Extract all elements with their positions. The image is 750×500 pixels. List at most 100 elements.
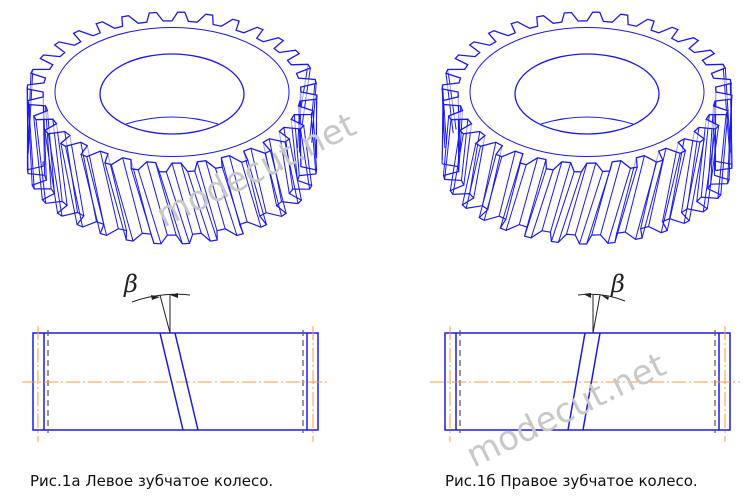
tooth-flank-line	[550, 171, 575, 242]
tooth-flank-line	[264, 153, 283, 217]
bottom-tooth-profile	[715, 160, 733, 172]
tooth-flank-line	[463, 123, 472, 186]
tooth-flank-line	[696, 119, 707, 202]
left-gear-isometric	[26, 11, 318, 245]
tooth-flank-line	[107, 153, 128, 231]
tooth-flank-line	[441, 88, 446, 149]
tooth-flank-line	[241, 162, 262, 228]
tooth-flank-line	[196, 161, 218, 231]
tooth-flank-line	[288, 138, 302, 201]
tooth-flank-line	[498, 151, 516, 217]
beta-arrow-right	[170, 293, 178, 298]
tooth-flank-line	[586, 170, 611, 245]
tooth-flank-line	[461, 143, 477, 206]
tooth-flank-line	[290, 119, 299, 181]
tooth-flank-line	[641, 160, 664, 239]
tooth-flank-line	[442, 84, 447, 145]
tooth-flank-line	[158, 171, 183, 244]
tooth-flank-line	[146, 161, 168, 236]
beta-arrow-left	[151, 295, 160, 300]
bottom-tooth-profile	[26, 161, 318, 245]
tooth-flank-line	[122, 157, 143, 234]
tooth-flank-line	[47, 110, 55, 194]
beta-arc	[131, 293, 191, 303]
tooth-flank-line	[524, 168, 547, 237]
right-gear-side-view: β	[430, 270, 740, 442]
left-gear-figure: β modecut.net Рис.1а Левое зубчатое коле…	[22, 11, 362, 490]
tooth-flank-line	[55, 123, 68, 206]
tooth-flank-line	[269, 150, 287, 214]
figure-caption: Рис.1а Левое зубчатое колесо.	[30, 472, 274, 490]
tooth-flank-line	[171, 163, 194, 235]
tooth-flank-line	[662, 142, 679, 222]
tooth-flank-line	[165, 171, 190, 244]
beta-symbol: β	[123, 270, 138, 298]
tooth-flank-line	[720, 110, 729, 195]
tooth-flank-line	[155, 162, 177, 236]
tooth-flank-line	[214, 168, 238, 236]
tooth-flank-line	[104, 162, 127, 241]
tooth-flank-line	[99, 151, 119, 229]
tooth-flank-line	[481, 142, 497, 206]
top-face-ring	[469, 26, 705, 158]
tooth-flank-line	[499, 162, 521, 229]
tooth-flank-line	[600, 160, 622, 235]
right-gear-drawing: β	[430, 11, 740, 442]
bore-inner-edge	[125, 116, 219, 125]
beta-helix-extension	[159, 294, 171, 334]
helix-line-2	[582, 332, 601, 431]
tooth-flank-line	[33, 115, 43, 200]
tooth-flank-line	[660, 153, 681, 233]
left-gear-side-view: β	[22, 270, 330, 442]
tooth-flank-line	[110, 164, 134, 242]
beta-symbol: β	[610, 270, 625, 298]
tooth-flank-line	[666, 150, 686, 231]
tooth-flank-line	[303, 125, 313, 186]
bore-hole	[514, 53, 660, 135]
tooth-flank-line	[702, 128, 717, 212]
bore-hole	[99, 53, 245, 135]
tooth-flank-line	[624, 155, 645, 233]
helix-line-1	[567, 332, 586, 431]
left-gear-drawing: β	[22, 11, 330, 442]
tooth-flank-line	[187, 171, 211, 242]
tooth-flank-line	[458, 110, 464, 172]
tooth-flank-line	[505, 164, 527, 231]
tooth-flank-line	[688, 138, 705, 221]
tooth-flank-line	[284, 142, 299, 204]
tooth-flank-line	[228, 155, 248, 222]
tooth-flank-line	[300, 128, 311, 190]
tooth-flank-line	[205, 160, 226, 229]
beta-helix-extension	[592, 294, 601, 334]
bottom-tooth-profile	[441, 163, 730, 245]
tooth-flank-line	[60, 143, 78, 225]
right-gear-figure: β modecut.net Рис.1б Правое зубчатое кол…	[375, 0, 750, 500]
bore-inner-edge	[540, 116, 634, 125]
tooth-flank-line	[27, 100, 33, 186]
tooth-flank-line	[86, 145, 105, 225]
tooth-flank-line	[444, 119, 452, 180]
right-gear-isometric	[441, 11, 733, 245]
tooth-flank-line	[680, 131, 695, 213]
tooth-flank-line	[549, 162, 572, 233]
tooth-flank-line	[526, 159, 547, 228]
tooth-flank-line	[557, 171, 582, 243]
tooth-flank-line	[180, 162, 202, 234]
helix-line-2	[174, 332, 199, 431]
figure-caption: Рис.1б Правое зубчатое колесо.	[445, 472, 698, 490]
tooth-flank-line	[69, 135, 85, 217]
tooth-flank-line	[130, 159, 152, 235]
tooth-flank-line	[310, 114, 317, 174]
tooth-flank-line	[311, 83, 317, 143]
beta-arrow-left	[583, 293, 591, 298]
helix-line-1	[159, 332, 184, 431]
tooth-flank-line	[505, 153, 524, 220]
tooth-flank-line	[634, 162, 658, 240]
tooth-flank-line	[530, 169, 554, 238]
tooth-flank-line	[221, 166, 244, 234]
tooth-flank-line	[518, 157, 539, 225]
tooth-flank-line	[541, 161, 563, 231]
tooth-flank-line	[706, 125, 720, 209]
tooth-flank-line	[648, 148, 667, 227]
tooth-flank-line	[250, 148, 267, 213]
